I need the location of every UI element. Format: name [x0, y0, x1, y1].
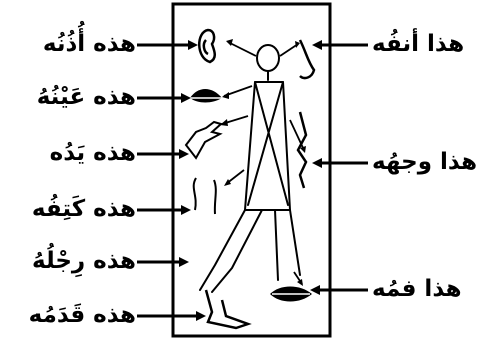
figure-right-leg — [275, 210, 300, 280]
nose-drawing — [300, 40, 314, 78]
label-leg: هذه رِجْلُهُ — [32, 250, 136, 273]
label-foot: هذه قَدَمُه — [29, 304, 136, 327]
eye-drawing — [190, 89, 223, 103]
label-eye: هذه عَيْنُهُ — [37, 86, 136, 109]
shoulder-drawing — [194, 178, 216, 214]
mouth-drawing — [270, 287, 312, 302]
label-ear: هذه أُذُنُه — [43, 33, 136, 56]
label-face: هذا وجهُه — [372, 151, 477, 174]
figure-left-leg — [200, 210, 262, 292]
hand-drawing — [186, 122, 221, 158]
stick-figure — [200, 45, 300, 292]
label-mouth: هذا فمُه — [372, 278, 462, 301]
figure-head — [257, 45, 279, 71]
label-nose: هذا أنفُه — [372, 33, 464, 56]
label-hand: هذه يَدُه — [50, 142, 136, 165]
foot-drawing — [206, 290, 248, 328]
label-shoulder: هذه كَتِفُه — [32, 198, 136, 221]
ear-drawing — [199, 30, 215, 62]
